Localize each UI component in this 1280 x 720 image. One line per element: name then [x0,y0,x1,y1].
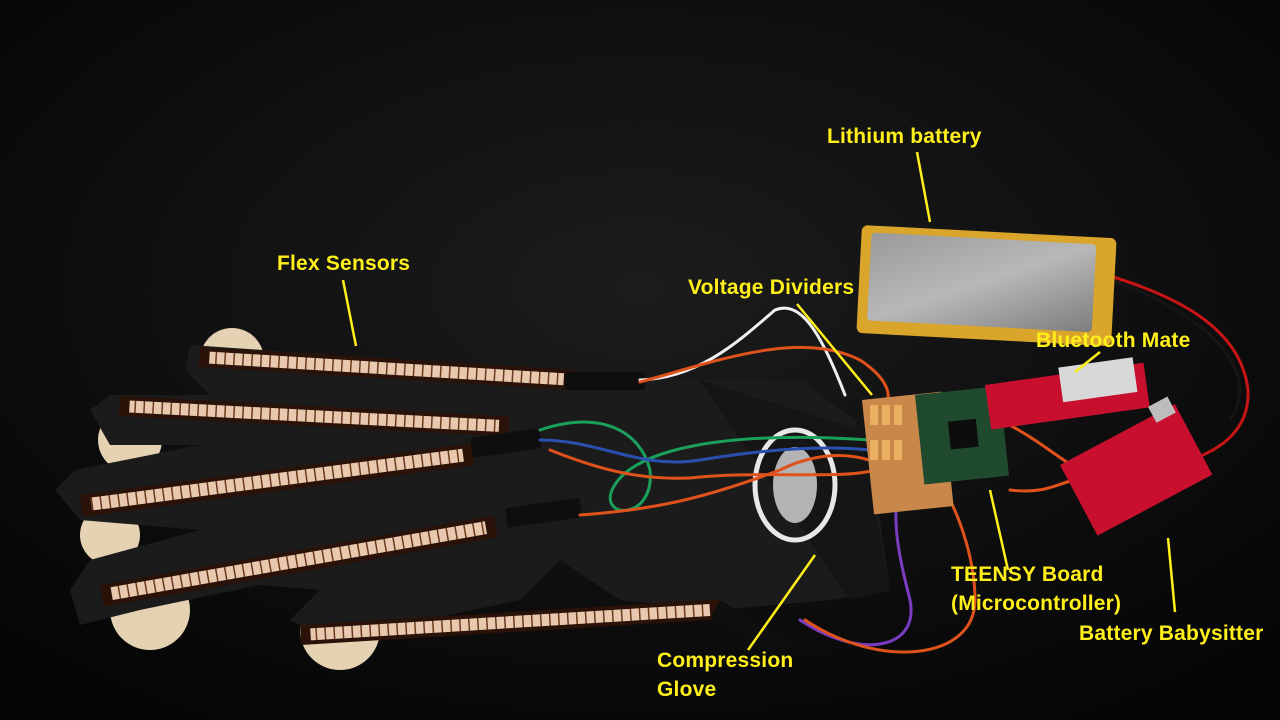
battery-babysitter-board [1060,396,1213,536]
label-teensy-microcontroller: (Microcontroller) [951,592,1122,615]
label-voltage-dividers: Voltage Dividers [688,276,855,299]
flex-sensor-2 [118,396,510,437]
flex-sensor-1 [198,347,575,390]
lithium-battery [856,225,1117,346]
label-battery-babysitter: Battery Babysitter [1079,622,1264,645]
label-bluetooth-mate: Bluetooth Mate [1036,329,1191,352]
label-lithium-battery: Lithium battery [827,125,982,148]
teensy-board [915,386,1009,485]
flex-sensor-4 [99,515,498,607]
sensor-connectors [470,372,793,659]
glove-logo [752,427,838,543]
label-glove: Glove [657,678,717,701]
label-teensy-board: TEENSY Board [951,563,1104,586]
flex-sensor-3 [80,443,475,517]
leader-lines [341,151,1177,651]
label-flex-sensors: Flex Sensors [277,252,411,275]
flex-sensor-5 [300,599,721,645]
bluetooth-mate-board [985,357,1150,430]
label-compression: Compression [657,649,794,672]
